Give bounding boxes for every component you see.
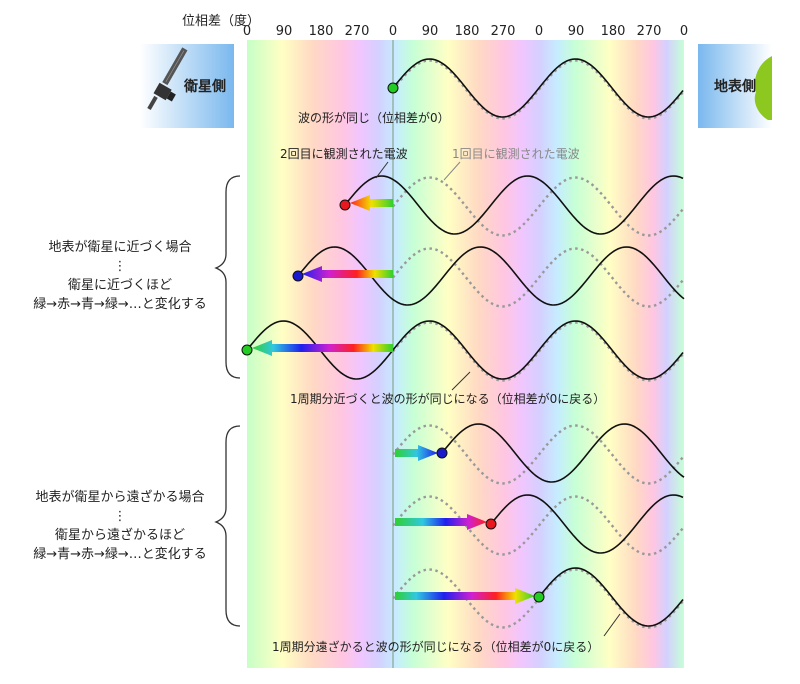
recede-brace: [214, 425, 241, 627]
approach-title: 地表が衛星に近づく場合: [48, 240, 192, 255]
reference-wave: [392, 176, 684, 237]
phase-tick-label: 0: [679, 24, 689, 39]
phase-tick-label: 270: [636, 24, 662, 39]
reference-wave: [392, 247, 684, 308]
phase-tick-label: 0: [388, 24, 398, 39]
observed-wave: [441, 423, 685, 483]
phase-marker: [436, 447, 448, 459]
approach-group-label: 地表が衛星に近づく場合 ⋮ 衛星に近づくほど 緑→赤→青→緑→…と変化する: [30, 238, 210, 314]
phase-marker: [292, 270, 304, 282]
leader-line: [603, 613, 621, 637]
satellite-side-box: [140, 44, 234, 128]
observed-wave: [297, 246, 685, 306]
phase-tick-label: 90: [567, 24, 585, 39]
ground-side-label: 地表側: [714, 79, 756, 95]
recede-cycle-note: 1周期分遠ざかると波の形が同じになる（位相差が0に戻る）: [272, 640, 600, 654]
reference-wave: [392, 568, 684, 629]
phase-shift-arrow: [395, 445, 438, 461]
reference-wave: [392, 495, 684, 556]
phase-tick-label: 0: [242, 24, 252, 39]
ground-surface-icon: [754, 56, 772, 120]
phase-tick-label: 270: [344, 24, 370, 39]
leader-line: [451, 371, 471, 391]
reference-wave: [392, 59, 684, 120]
phase-marker: [533, 591, 545, 603]
satellite-icon: [147, 47, 188, 111]
recede-desc-2: 緑→青→赤→緑→…と変化する: [33, 547, 207, 562]
phase-color-band: [247, 40, 684, 668]
observed-wave: [392, 58, 684, 118]
phase-tick-label: 90: [421, 24, 439, 39]
first-observation-note: 1回目に観測された電波: [452, 147, 580, 161]
recede-desc-1: 衛星から遠ざかるほど: [54, 528, 185, 543]
approach-desc-2: 緑→赤→青→緑→…と変化する: [33, 297, 207, 312]
phase-marker: [485, 518, 497, 530]
phase-marker: [241, 344, 253, 356]
reference-wave: [392, 321, 684, 382]
observed-wave: [490, 494, 684, 554]
phase-tick-label: 180: [600, 24, 626, 39]
leader-line: [375, 161, 389, 179]
approach-cycle-note: 1周期分近づくと波の形が同じになる（位相差が0に戻る）: [290, 392, 606, 406]
recede-title: 地表が衛星から遠ざかる場合: [35, 490, 205, 505]
phase-tick-label: 0: [534, 24, 544, 39]
reference-wave: [392, 424, 684, 485]
approach-ellipsis: ⋮: [113, 259, 127, 274]
phase-tick-label: 270: [490, 24, 516, 39]
approach-brace: [214, 175, 241, 379]
phase-shift-arrow: [252, 340, 393, 356]
phase-tick-label: 90: [275, 24, 293, 39]
approach-desc-1: 衛星に近づくほど: [67, 278, 172, 293]
phase-marker: [339, 199, 351, 211]
phase-tick-label: 180: [454, 24, 480, 39]
observed-wave: [344, 175, 684, 235]
recede-ellipsis: ⋮: [113, 509, 127, 524]
second-observation-note: 2回目に観測された電波: [280, 147, 408, 161]
leader-line: [443, 161, 461, 181]
satellite-side-label: 衛星側: [184, 79, 226, 95]
phase-shift-arrow: [395, 514, 487, 530]
recede-group-label: 地表が衛星から遠ざかる場合 ⋮ 衛星から遠ざかるほど 緑→青→赤→緑→…と変化す…: [30, 488, 210, 564]
phase-shift-arrow: [302, 266, 393, 282]
phase-shift-arrow: [350, 195, 393, 211]
observed-wave: [538, 567, 684, 627]
phase-tick-label: 180: [308, 24, 334, 39]
phase-marker: [387, 82, 399, 94]
phase-shift-arrow: [395, 588, 535, 604]
same-shape-note: 波の形が同じ（位相差が0）: [298, 111, 450, 125]
phase-axis-label: 位相差（度）: [182, 14, 261, 29]
